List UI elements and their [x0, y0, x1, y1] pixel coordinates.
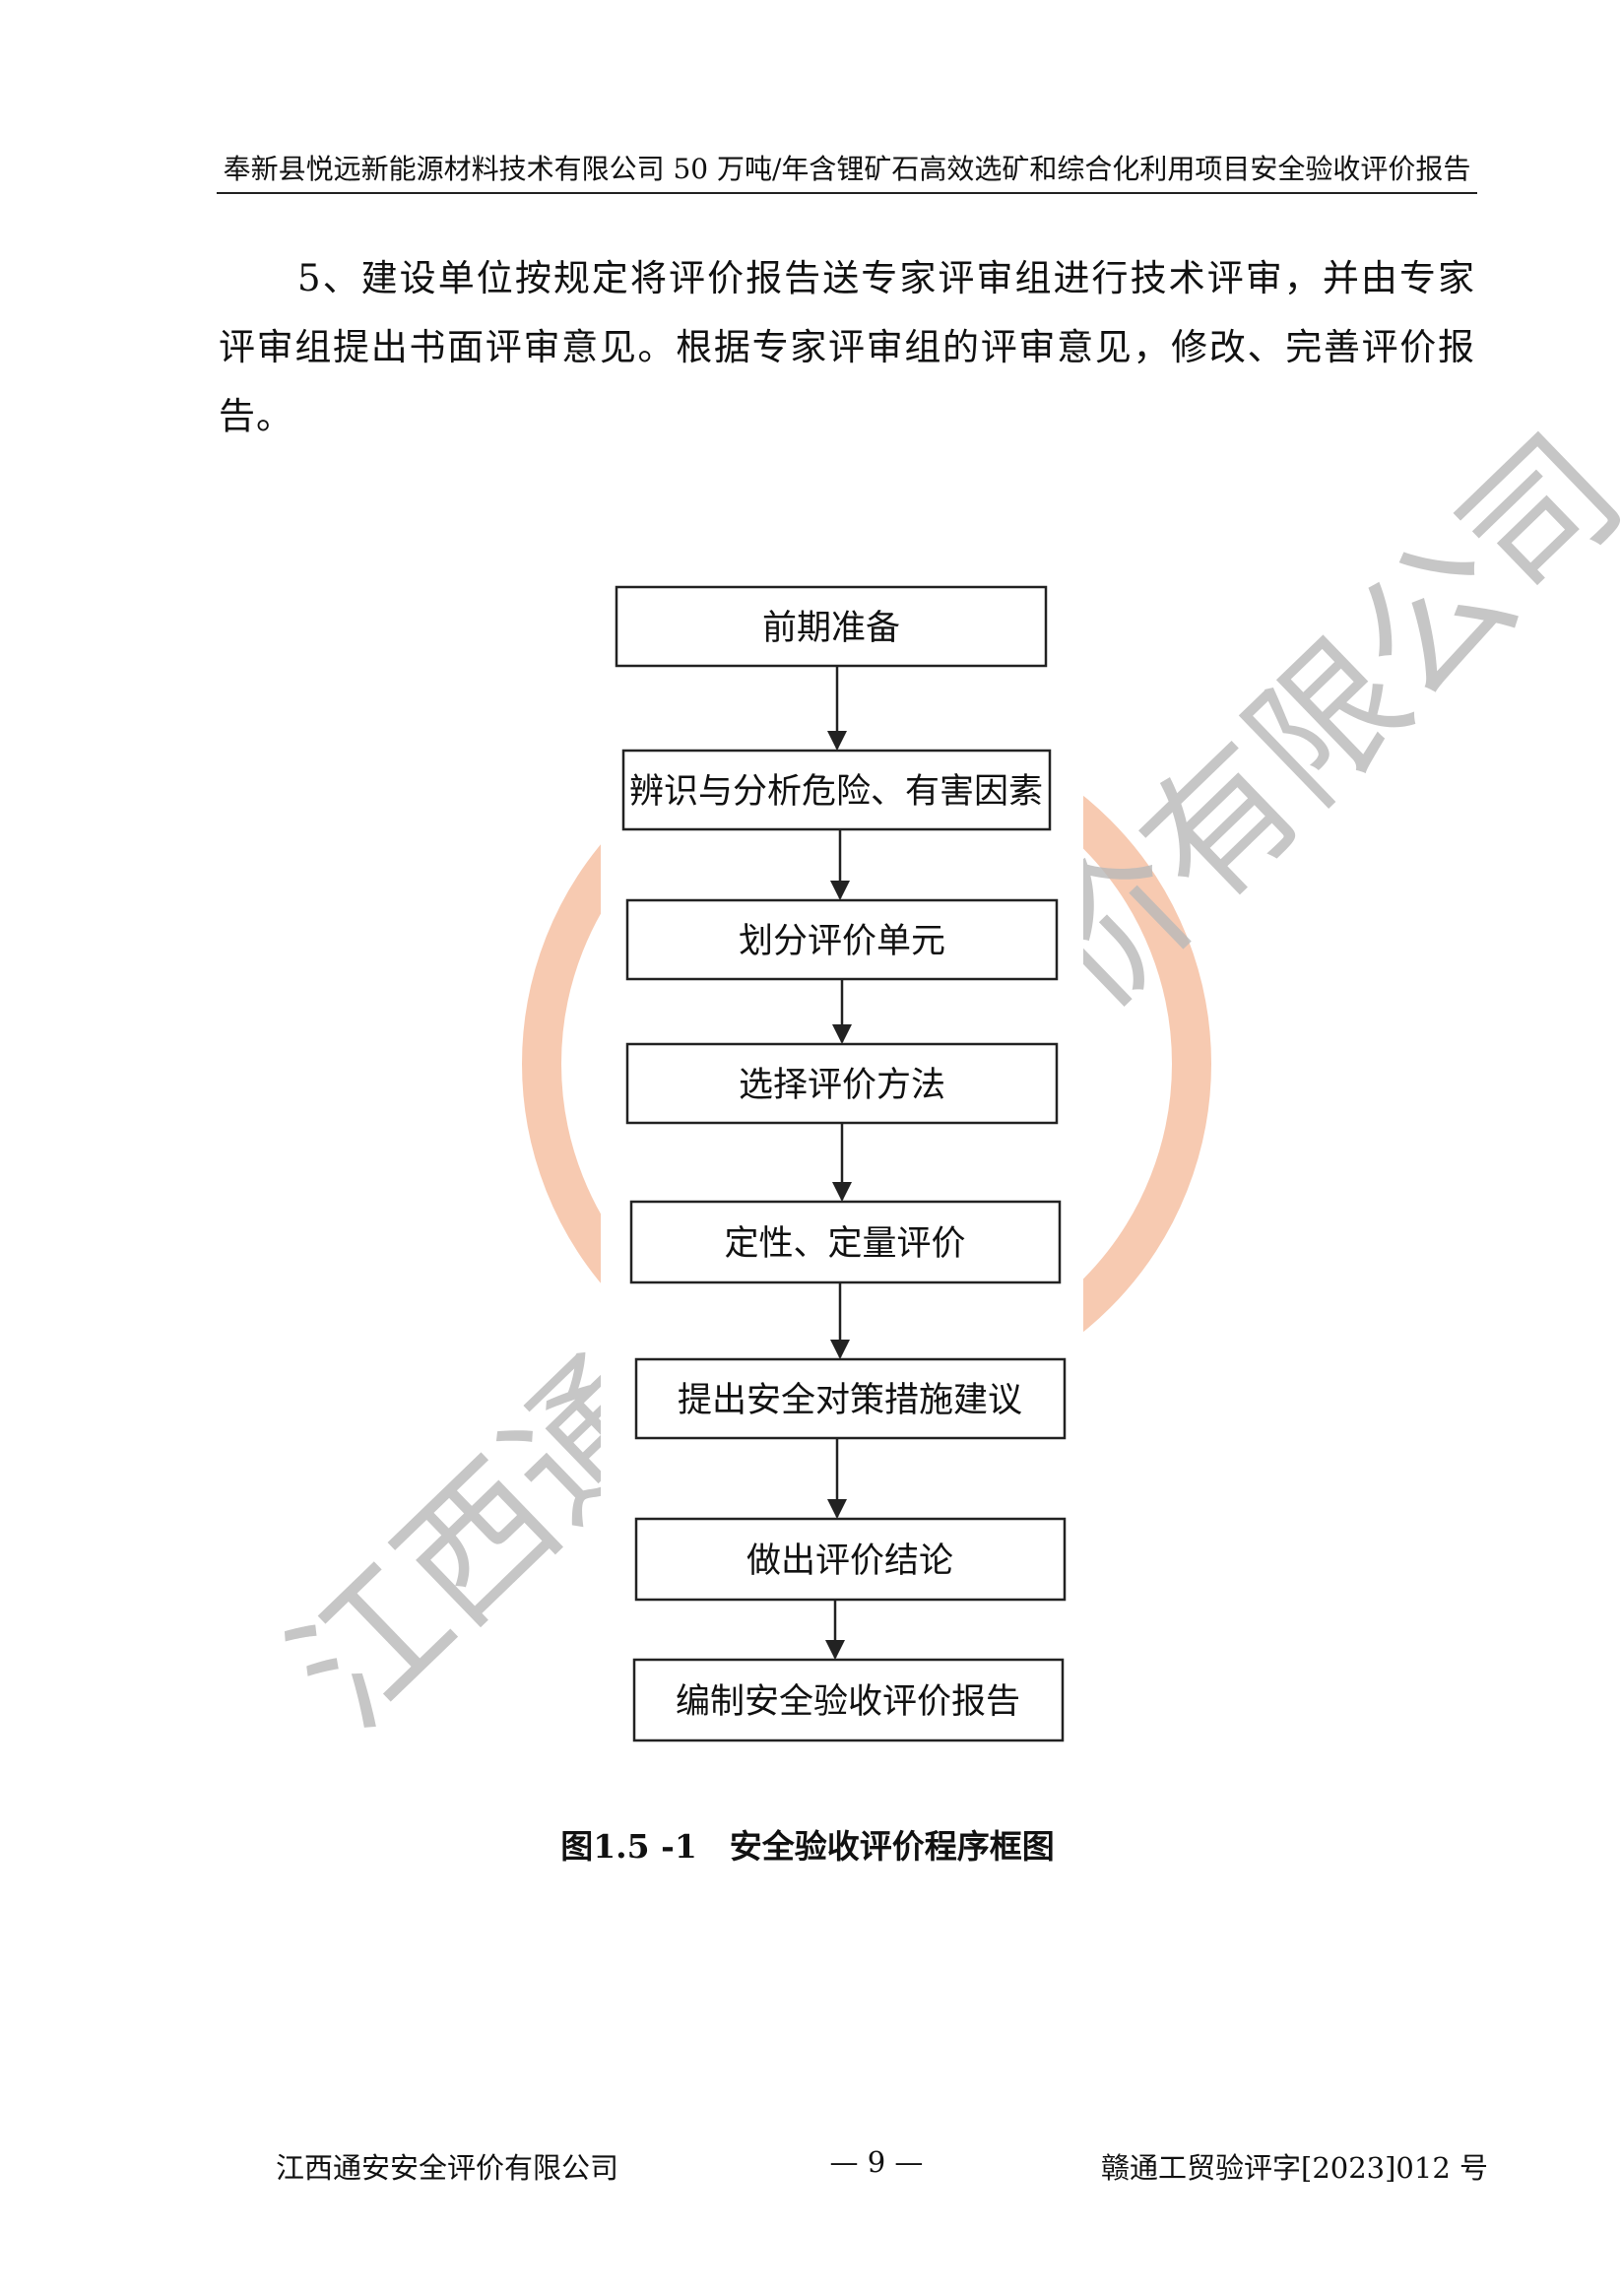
page-header: 奉新县悦远新能源材料技术有限公司 50 万吨/年含锂矿石高效选矿和综合化利用项目… [223, 153, 1471, 185]
flow-step-label: 做出评价结论 [746, 1542, 953, 1581]
flow-step-4: 选择评价方法 [625, 1042, 1059, 1125]
flow-step-label: 前期准备 [762, 609, 900, 648]
flow-step-label: 编制安全验收评价报告 [676, 1682, 1020, 1722]
flow-step-label: 提出安全对策措施建议 [678, 1381, 1022, 1420]
body-paragraph: 5、建设单位按规定将评价报告送专家评审组进行技术评审，并由专家评审组提出书面评审… [219, 257, 1475, 437]
footer-doc-number: 赣通工贸验评字[2023]012 号 [1101, 2151, 1489, 2185]
flow-box [629, 1200, 1062, 1284]
flow-step-1: 前期准备 [615, 585, 1048, 668]
flow-step-3: 划分评价单元 [625, 898, 1059, 981]
footer-page-number: — 9 — [829, 2145, 924, 2179]
flow-box [634, 1517, 1067, 1602]
figure-caption: 图1.5 -1 安全验收评价程序框图 [560, 1827, 1055, 1866]
flow-step-5: 定性、定量评价 [629, 1200, 1062, 1284]
flow-step-8: 编制安全验收评价报告 [632, 1658, 1065, 1742]
header-divider [217, 192, 1477, 194]
flow-step-label: 辨识与分析危险、有害因素 [629, 772, 1043, 812]
flow-box [625, 898, 1059, 981]
flow-box [632, 1658, 1065, 1742]
flow-step-6: 提出安全对策措施建议 [634, 1357, 1067, 1440]
flow-step-7: 做出评价结论 [634, 1517, 1067, 1602]
flow-box [634, 1357, 1067, 1440]
flow-box [625, 1042, 1059, 1125]
flow-step-2: 辨识与分析危险、有害因素 [621, 749, 1052, 831]
footer-company: 江西通安安全评价有限公司 [276, 2151, 619, 2185]
flow-box [615, 585, 1048, 668]
flow-step-label: 定性、定量评价 [724, 1224, 965, 1264]
flow-step-label: 选择评价方法 [739, 1066, 945, 1105]
flow-box [621, 749, 1052, 831]
flow-step-label: 划分评价单元 [739, 922, 945, 961]
